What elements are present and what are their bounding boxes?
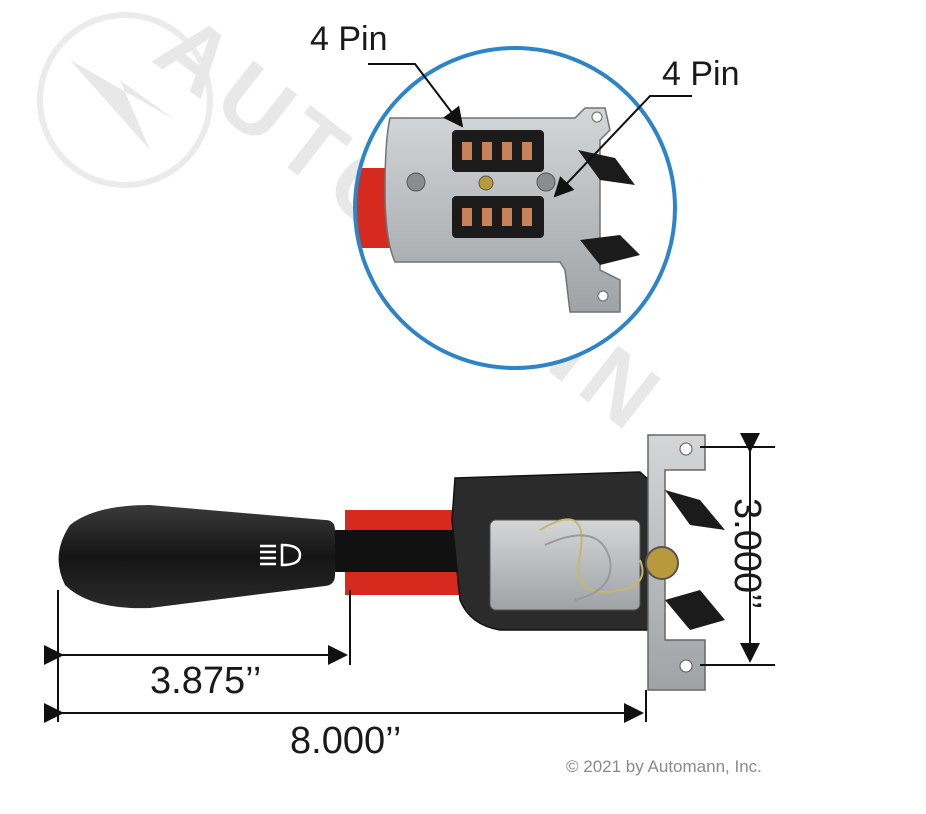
bracket-hole-bottom <box>679 659 693 673</box>
callout-top-leader <box>368 63 464 128</box>
callout-label-right: 4 Pin <box>662 55 740 93</box>
lever-handle <box>58 505 336 609</box>
upper-4pin-connector <box>452 130 544 172</box>
inset-clip-lower <box>580 235 640 265</box>
copyright-notice: © 2021 by Automann, Inc. <box>566 757 762 776</box>
dimension-label-height: 3.000’’ <box>726 498 768 610</box>
inset-bracket-hole-bottom <box>597 290 609 302</box>
inset-screw-left <box>406 172 426 192</box>
wire-gray <box>544 534 612 601</box>
headlight-high-beam-icon <box>260 543 302 567</box>
lower-4pin-connector <box>452 196 544 238</box>
pivot-screw <box>645 546 679 580</box>
upper-connector-pins <box>462 142 532 160</box>
inset-clip-upper <box>578 150 635 185</box>
inset-bracket-hole-top <box>591 111 603 123</box>
bracket-hole-top <box>679 442 693 456</box>
lower-connector-pins <box>462 208 532 226</box>
watermark-ring <box>37 12 213 188</box>
inset-border <box>353 46 677 370</box>
clip-upper <box>665 490 725 530</box>
dimension-label-handle: 3.875’’ <box>150 660 262 702</box>
inset-screw-center <box>478 175 494 191</box>
switch-assembly <box>58 434 725 691</box>
dimension-label-overall: 8.000’’ <box>290 720 402 762</box>
watermark-logo-mark <box>70 60 175 150</box>
callout-right-leader <box>553 95 692 198</box>
callout-label-top: 4 Pin <box>310 20 388 58</box>
dimension-lines <box>44 433 775 723</box>
wire-yellow <box>539 518 644 593</box>
inset-screw-right <box>536 172 556 192</box>
switch-mechanism <box>489 519 641 611</box>
clip-lower <box>665 590 725 630</box>
connector-inset <box>353 46 677 370</box>
